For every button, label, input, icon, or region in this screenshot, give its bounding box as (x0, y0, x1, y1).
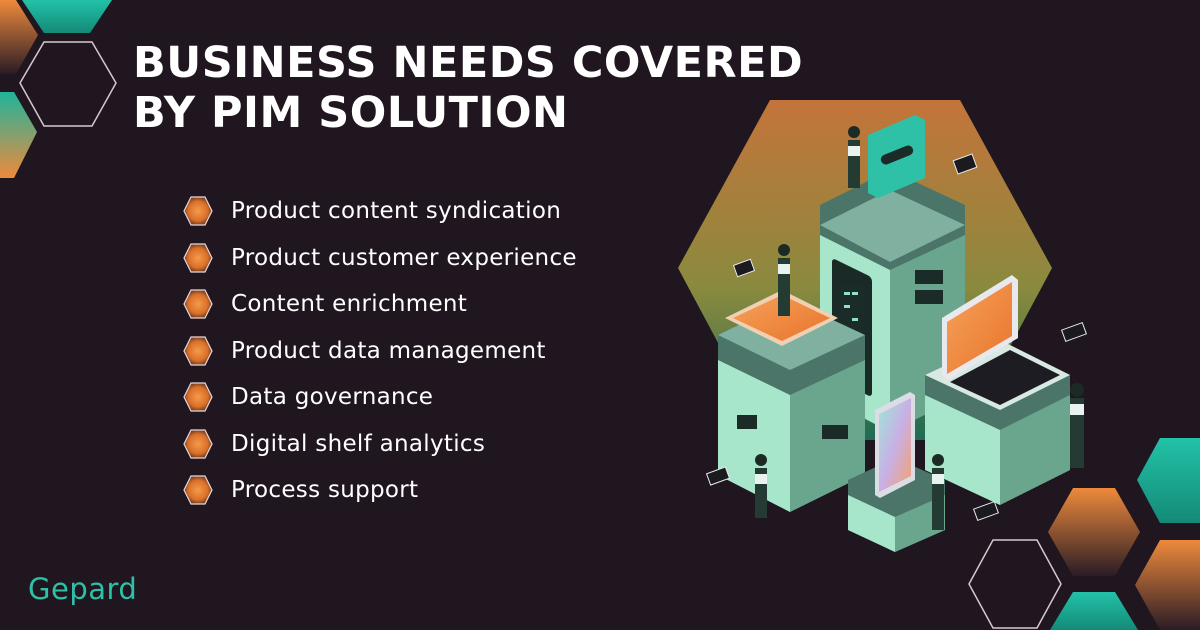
hexagon-bullet-icon (183, 429, 213, 459)
list-item: Content enrichment (183, 281, 577, 328)
list-item: Data governance (183, 374, 577, 421)
list-item: Product content syndication (183, 188, 577, 235)
need-label: Product content syndication (231, 198, 562, 225)
list-item: Digital shelf analytics (183, 421, 577, 468)
need-label: Product customer experience (231, 244, 577, 271)
list-item: Process support (183, 467, 577, 514)
need-label: Content enrichment (231, 291, 468, 318)
hexagon-bullet-icon (183, 243, 213, 273)
bottom-right-hexagon-cluster (968, 438, 1200, 630)
hexagon-bullet-icon (183, 196, 213, 226)
list-item: Product data management (183, 328, 577, 375)
need-label: Digital shelf analytics (231, 430, 486, 457)
need-label: Data governance (231, 384, 434, 411)
page-title: BUSINESS NEEDS COVERED BY PIM SOLUTION (133, 38, 803, 138)
hexagon-bullet-icon (183, 289, 213, 319)
title-line-2: BY PIM SOLUTION (133, 88, 569, 138)
gepard-logo: Gepard (28, 572, 138, 606)
need-label: Product data management (231, 337, 546, 364)
list-item: Product customer experience (183, 235, 577, 282)
title-line-1: BUSINESS NEEDS COVERED (133, 38, 804, 88)
isometric-server-tower-illustration (705, 115, 1088, 552)
hexagon-bullet-icon (183, 382, 213, 412)
business-needs-list: Product content syndication Product cust… (183, 188, 577, 514)
top-left-hexagon-cluster (0, 0, 117, 178)
hexagon-bullet-icon (183, 475, 213, 505)
need-label: Process support (231, 477, 419, 504)
hexagon-bullet-icon (183, 336, 213, 366)
